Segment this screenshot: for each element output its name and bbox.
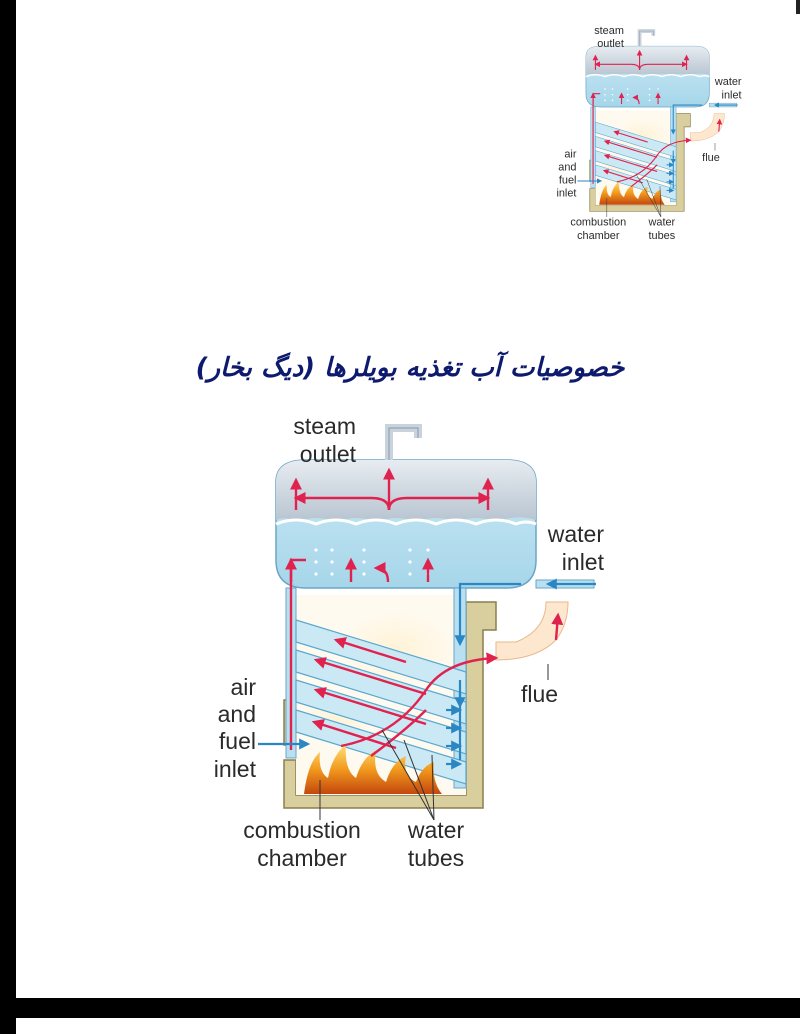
flame-icon [599, 180, 665, 205]
air-fuel-label-3: fuel [559, 174, 577, 186]
water-inlet-label-2: inlet [562, 549, 605, 575]
steam-outlet-label-2: outlet [597, 38, 624, 50]
flame-icon [304, 744, 442, 794]
air-fuel-label-1: air [564, 149, 576, 161]
hot-flow-arrows [285, 467, 564, 757]
air-fuel-label-4: inlet [214, 756, 257, 782]
leader-lines [606, 143, 716, 218]
air-fuel-label-1: air [230, 674, 256, 700]
steam-outlet-label-2: outlet [300, 441, 357, 467]
page-title: خصوصیات آب تغذیه بویلرها (دیگ بخار) [195, 353, 625, 383]
steam-drum [275, 459, 537, 589]
steam-outlet-label-1: steam [293, 413, 356, 439]
page-frame-corner [796, 0, 800, 14]
flue-duct [690, 113, 725, 142]
page-frame-bottom [0, 998, 800, 1018]
water-tubes-label-1: water [407, 817, 465, 843]
combustion-chamber-label-2: chamber [257, 845, 347, 871]
steam-drum [585, 45, 710, 108]
steam-outlet-pipe [637, 29, 656, 47]
air-fuel-label-3: fuel [219, 728, 256, 754]
water-tubes-label-2: tubes [649, 230, 676, 242]
combustion-chamber-label-2: chamber [577, 230, 620, 242]
steam-outlet-pipe-edge [639, 30, 654, 47]
hot-flow-arrows [590, 49, 723, 188]
water-inlet-label-1: water [714, 76, 742, 88]
air-fuel-label-2: and [218, 701, 256, 727]
flue-label: flue [521, 681, 558, 707]
air-fuel-label-2: and [558, 162, 576, 174]
page-frame-left [0, 0, 16, 1034]
water-surface [275, 518, 537, 526]
bubbles [314, 548, 430, 576]
steam-space [585, 46, 710, 76]
boiler-diagram-thumbnail: steam outlet water inlet flue air and fu… [548, 14, 752, 254]
water-tubes-label-1: water [648, 217, 676, 229]
page-frame-bottom-strip [16, 1018, 800, 1034]
steam-outlet-label-1: steam [594, 25, 624, 37]
flue-label: flue [702, 152, 720, 164]
water-inlet-label-1: water [547, 521, 605, 547]
flue-duct [495, 601, 569, 661]
air-fuel-label-4: inlet [556, 188, 576, 200]
steam-outlet-pipe-edge [388, 427, 419, 460]
combustion-chamber-label-1: combustion [243, 817, 361, 843]
leader-lines [319, 664, 549, 821]
cold-flow-arrows [258, 578, 596, 770]
water-tubes-label-2: tubes [408, 845, 464, 871]
steam-outlet-pipe [385, 424, 422, 460]
cold-flow-arrows [577, 102, 738, 194]
steam-space [276, 460, 536, 522]
boiler-diagram-main: steam outlet water inlet flue air and fu… [196, 410, 626, 880]
water-inlet-label-2: inlet [722, 89, 742, 101]
water-surface [585, 73, 710, 78]
combustion-chamber-label-1: combustion [570, 217, 626, 229]
